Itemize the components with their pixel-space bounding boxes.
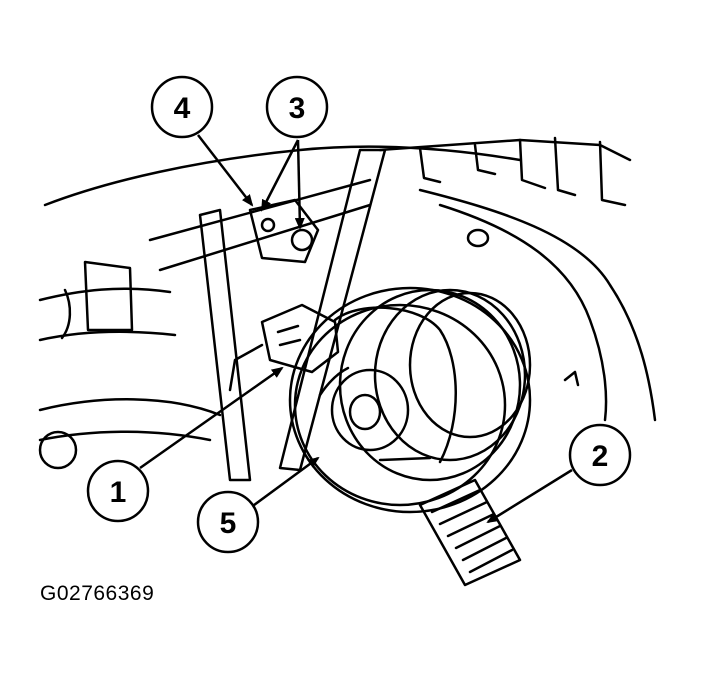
leader-4: [197, 134, 254, 207]
callout-1-label: 1: [110, 476, 127, 509]
left-bolt: [38, 430, 78, 470]
leader-1: [139, 366, 284, 470]
clip-tab: [260, 217, 276, 233]
bracket-cross: [148, 178, 372, 242]
callout-3: 3: [265, 75, 329, 139]
boss-mark: [563, 370, 580, 387]
left-hose-top: [38, 287, 172, 302]
leader-2: [486, 468, 573, 524]
right-inner-curve: [438, 203, 608, 422]
housing-outline: [43, 145, 522, 207]
clutch-wire: [333, 306, 457, 464]
rib-4: [553, 136, 577, 197]
pulley-groove-2: [373, 288, 527, 462]
rib-5: [598, 140, 627, 207]
hose-body: [418, 478, 522, 587]
left-fitting-ring: [60, 288, 72, 340]
pulley-groove-3: [408, 291, 532, 439]
left-fitting: [83, 260, 134, 332]
callout-leaders: [139, 134, 573, 524]
leader-3b: [294, 139, 305, 230]
right-casting: [418, 188, 657, 422]
callout-5: 5: [196, 490, 260, 554]
connector-detail: [276, 324, 302, 347]
connector-body: [260, 303, 340, 374]
callout-3-label: 3: [289, 92, 306, 125]
pulley-hub: [330, 368, 410, 452]
rib-3: [518, 138, 547, 190]
clutch-wire-2: [318, 366, 350, 397]
housing-upper-edge: [378, 138, 632, 162]
leader-3a: [260, 139, 300, 212]
pulley-center: [348, 393, 382, 431]
rib-1: [418, 146, 442, 184]
callout-1: 1: [86, 459, 150, 523]
left-hose-bottom: [38, 330, 177, 342]
callout-2-label: 2: [592, 440, 609, 473]
clip-hole: [290, 228, 314, 252]
callout-4-label: 4: [174, 92, 191, 125]
leader-5: [249, 456, 320, 510]
pulley-face-slot: [378, 456, 432, 462]
rib-2: [473, 143, 497, 176]
callout-5-label: 5: [220, 507, 237, 540]
pulley-groove-1: [338, 288, 522, 482]
connector-wire: [228, 343, 264, 392]
callout-2: 2: [568, 423, 632, 487]
bolt-boss-right: [466, 228, 490, 248]
hose-ribs: [430, 488, 514, 574]
callout-4: 4: [150, 75, 214, 139]
figure-id: G02766369: [40, 582, 155, 605]
left-lower-curve-2: [38, 430, 212, 442]
left-lower-curve: [38, 398, 222, 417]
line-art: [38, 136, 657, 587]
pulley-outer: [293, 303, 507, 507]
pulley-rim: [288, 286, 532, 514]
bracket-arm-left: [198, 208, 252, 482]
bracket-cross-2: [158, 203, 372, 272]
